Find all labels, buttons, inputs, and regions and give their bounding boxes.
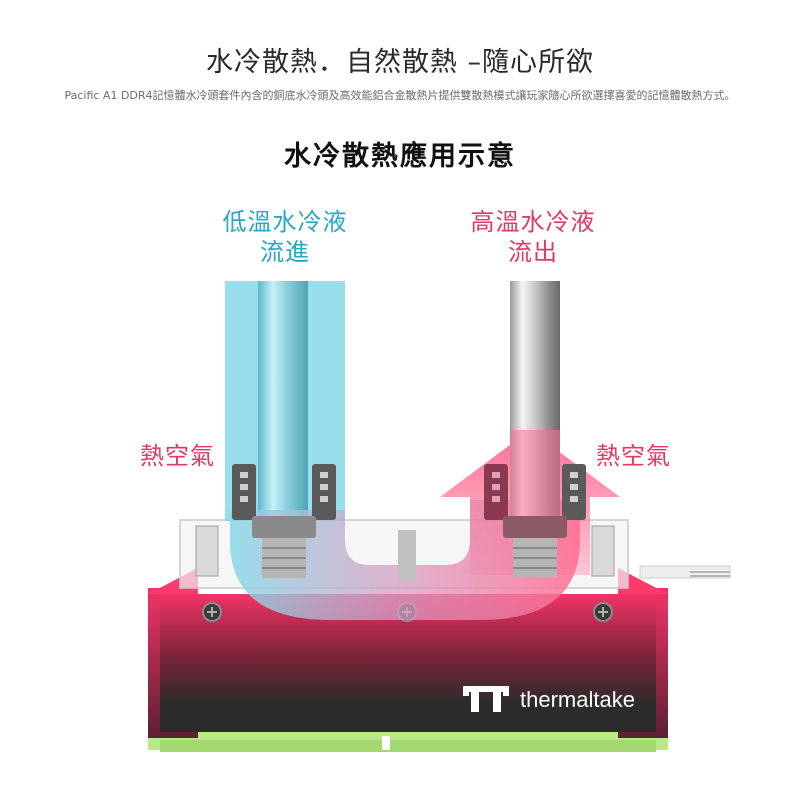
brand-name: thermaltake <box>520 687 635 712</box>
fitting-right <box>484 464 586 578</box>
screw-left-icon <box>202 602 222 622</box>
pcb-notch <box>382 736 390 750</box>
pcb-contacts <box>160 740 656 752</box>
hot-air-label-left: 熱空氣 <box>140 442 215 470</box>
tt-logo-icon <box>463 686 509 712</box>
hot-outflow-line1: 高溫水冷液 <box>470 208 596 236</box>
fitting-left <box>232 464 336 578</box>
headline: 水冷散熱．自然散熱 –隨心所欲 <box>205 47 595 78</box>
inlet-pipe <box>258 281 308 521</box>
heatsink-right-arrow <box>618 568 668 594</box>
block-bolt-left <box>195 525 219 577</box>
hot-air-label-right: 熱空氣 <box>596 442 671 470</box>
screw-right-icon <box>593 602 613 622</box>
hot-outflow-label: 高溫水冷液 流出 <box>438 207 628 267</box>
cool-inflow-line2: 流進 <box>260 238 310 266</box>
outlet-pipe-hot-tint <box>510 430 560 520</box>
cool-inflow-label: 低溫水冷液 流進 <box>190 207 380 267</box>
hot-outflow-line2: 流出 <box>508 238 558 266</box>
block-bolt-right <box>591 525 615 577</box>
center-pin <box>398 530 416 580</box>
product-description: Pacific A1 DDR4記憶體水冷頭套件內含的銅底水冷頭及高效能鋁合金散熱… <box>64 89 736 102</box>
diagram-title: 水冷散熱應用示意 <box>284 141 516 172</box>
coolant-u-flow <box>230 500 580 620</box>
cool-inflow-line1: 低溫水冷液 <box>222 208 348 236</box>
